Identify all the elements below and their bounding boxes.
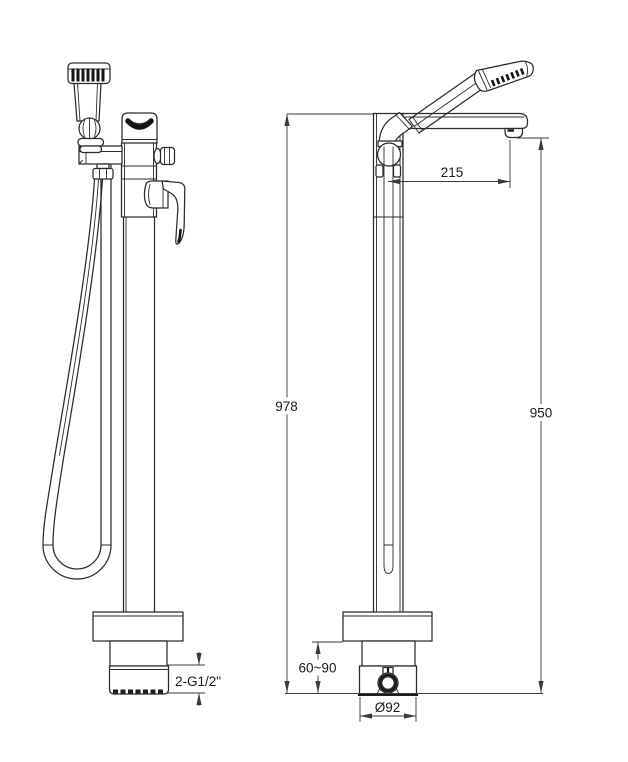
hand-shower-front <box>67 62 111 154</box>
dim-spout-reach: 215 <box>388 140 511 188</box>
shower-holder-side <box>375 111 414 178</box>
base-front <box>92 611 184 695</box>
front-view <box>42 62 186 695</box>
dim-outlet-height: 950 <box>517 137 556 693</box>
shower-head-side <box>473 60 534 92</box>
spout-side <box>402 112 529 139</box>
dimensions: 978 950 215 60~90 <box>167 113 556 722</box>
lever-blade <box>161 180 186 245</box>
dim-mounting-depth-label: 60~90 <box>299 661 337 676</box>
hose-nut <box>92 163 114 180</box>
dim-mounting-depth: 60~90 <box>296 641 343 693</box>
dim-inlet-thread: 2-G1/2" <box>167 652 221 706</box>
lever-handle-front <box>143 180 186 245</box>
side-view <box>285 60 543 696</box>
column-side <box>372 112 404 613</box>
internal-hose <box>383 165 394 574</box>
spray-face-ribs <box>490 67 525 87</box>
base-side <box>342 611 433 696</box>
faucet-body-front <box>120 142 158 613</box>
spout-front <box>121 112 158 144</box>
dim-base-diameter-label: Ø92 <box>375 700 401 715</box>
dim-base-diameter: Ø92 <box>359 697 417 722</box>
ball-joint-side <box>376 142 402 167</box>
dim-inlet-thread-label: 2-G1/2" <box>175 674 221 689</box>
hand-shower-side <box>408 60 534 134</box>
dim-overall-height: 978 <box>271 113 373 693</box>
spout-opening <box>125 118 154 130</box>
dim-outlet-height-label: 950 <box>530 406 553 421</box>
diverter-knob <box>153 146 176 166</box>
dim-spout-reach-label: 215 <box>441 165 464 180</box>
shower-hose <box>42 164 112 580</box>
shower-cap-ribs <box>71 68 105 82</box>
inlet-thread-front <box>108 665 170 695</box>
dim-overall-height-label: 978 <box>275 399 298 414</box>
